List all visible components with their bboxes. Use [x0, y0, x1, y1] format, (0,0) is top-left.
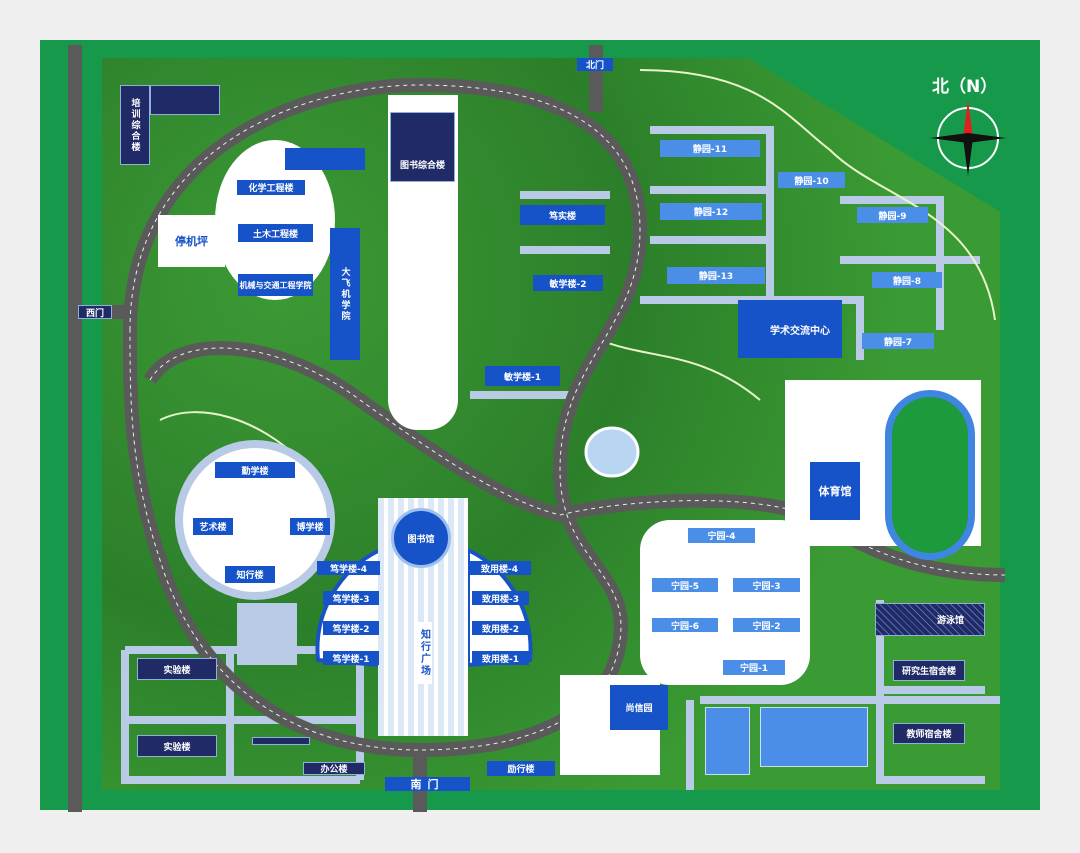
building-zhiyong-2[interactable]: 致用楼-2 — [472, 621, 529, 635]
building-dushi[interactable]: 笃实楼 — [520, 205, 605, 225]
running-track[interactable] — [885, 390, 975, 560]
building-duxue-1[interactable]: 笃学楼-1 — [323, 651, 379, 665]
building-jingyuan-7[interactable]: 静园-7 — [862, 333, 934, 349]
building-jingyuan-10[interactable]: 静园-10 — [778, 172, 845, 188]
building-ningyuan-1[interactable]: 宁园-1 — [723, 660, 785, 675]
building-aircraft[interactable]: 大飞机学院 — [330, 228, 360, 360]
building-duxue-3[interactable]: 笃学楼-3 — [323, 591, 379, 605]
helipad[interactable]: 停机坪 — [158, 215, 225, 267]
west-gate[interactable]: 西门 — [78, 305, 112, 319]
building-lab-2[interactable]: 实验楼 — [137, 735, 217, 757]
office-wing — [252, 737, 310, 745]
building-jingyuan-13[interactable]: 静园-13 — [667, 267, 765, 284]
building-training[interactable]: 培训综合楼 — [120, 85, 150, 165]
qinxue-circle — [175, 440, 335, 600]
tennis-courts[interactable] — [705, 707, 750, 775]
building-academic-center[interactable]: 学术交流中心 — [738, 300, 842, 358]
building-zhiyong-4[interactable]: 致用楼-4 — [468, 561, 531, 575]
building-swimming[interactable]: 游泳馆 — [875, 603, 985, 636]
building-ningyuan-5[interactable]: 宁园-5 — [652, 578, 718, 592]
building-zhixing[interactable]: 知行楼 — [225, 566, 275, 583]
building-teacher-dorm[interactable]: 教师宿舍楼 — [893, 723, 965, 744]
building-jingyuan-12[interactable]: 静园-12 — [660, 203, 762, 220]
parking-lot[interactable] — [237, 603, 297, 665]
north-label: 北（N） — [932, 77, 998, 97]
building-boxue[interactable]: 博学楼 — [290, 518, 330, 535]
building-lixing[interactable]: 励行楼 — [487, 761, 555, 776]
building-mech[interactable]: 机械与交通工程学院 — [238, 274, 313, 296]
building-duxue-4[interactable]: 笃学楼-4 — [317, 561, 380, 575]
building-jingyuan-8[interactable]: 静园-8 — [872, 272, 942, 288]
building-qinxue[interactable]: 勤学楼 — [215, 462, 295, 478]
building-minxue-1[interactable]: 敏学楼-1 — [485, 366, 560, 386]
building-jingyuan-9[interactable]: 静园-9 — [857, 207, 928, 223]
building-grad-dorm[interactable]: 研究生宿舍楼 — [893, 660, 965, 681]
zhixing-plaza-label: 知行广场 — [416, 622, 432, 684]
building-library-complex[interactable]: 图书综合楼 — [390, 112, 455, 182]
basketball-courts[interactable] — [760, 707, 868, 767]
teaching-arcs — [315, 546, 533, 668]
building-office[interactable]: 办公楼 — [303, 762, 365, 775]
building-shangxin[interactable]: 尚信园 — [610, 685, 668, 730]
building-zhiyong-1[interactable]: 致用楼-1 — [472, 651, 529, 665]
building-duxue-2[interactable]: 笃学楼-2 — [323, 621, 379, 635]
building-lab-1[interactable]: 实验楼 — [137, 658, 217, 680]
building-library[interactable]: 图书馆 — [391, 508, 451, 568]
south-gate[interactable]: 南门 — [385, 777, 470, 791]
north-gate[interactable]: 北门 — [577, 58, 613, 71]
building-art[interactable]: 艺术楼 — [193, 518, 233, 535]
building-ningyuan-6[interactable]: 宁园-6 — [652, 618, 718, 632]
lake — [584, 426, 640, 478]
ningyuan-area — [640, 520, 810, 685]
chem-wing — [285, 148, 365, 170]
building-training-wing — [150, 85, 220, 115]
building-ningyuan-2[interactable]: 宁园-2 — [733, 618, 800, 632]
building-ningyuan-3[interactable]: 宁园-3 — [733, 578, 800, 592]
building-civil[interactable]: 土木工程楼 — [238, 224, 313, 242]
building-jingyuan-11[interactable]: 静园-11 — [660, 140, 760, 157]
building-ningyuan-4[interactable]: 宁园-4 — [688, 528, 755, 543]
road-centerlines — [129, 84, 1006, 751]
building-minxue-2[interactable]: 敏学楼-2 — [533, 275, 603, 291]
building-gym[interactable]: 体育馆 — [810, 462, 860, 520]
building-zhiyong-3[interactable]: 致用楼-3 — [472, 591, 529, 605]
building-chem[interactable]: 化学工程楼 — [237, 180, 305, 195]
